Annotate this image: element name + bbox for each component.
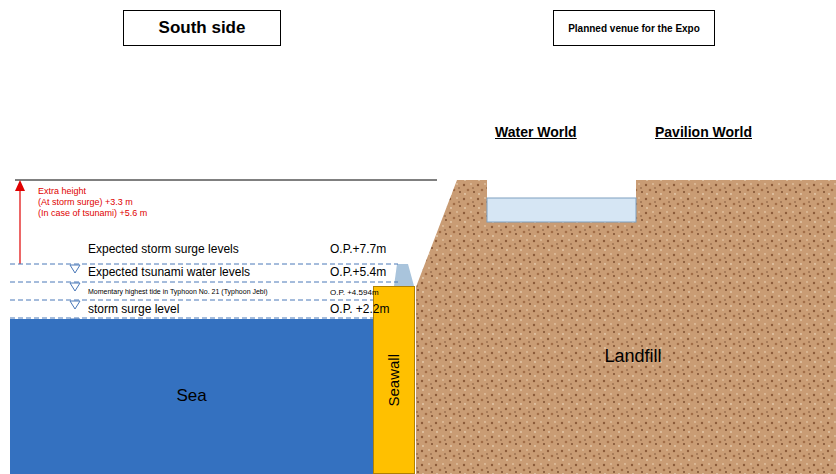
landfill-area: Landfill <box>430 240 836 474</box>
node-text: Landfill <box>604 347 661 367</box>
landfill-ground <box>416 180 836 474</box>
level-name: Expected storm surge levels <box>88 243 239 257</box>
extra-height-arrowhead <box>15 180 25 191</box>
sea-area: Sea <box>10 319 373 474</box>
dimension-note: Extra height <box>38 186 86 196</box>
level-markers <box>70 265 80 327</box>
water-level-lines <box>10 264 398 318</box>
node-text: Seawall <box>386 354 403 407</box>
area-label: Pavilion World <box>655 124 752 140</box>
level-name: storm surge level <box>88 303 179 317</box>
level-value: O.P. +4.594m <box>330 288 379 297</box>
level-name: Momentary highest tide in Typhoon No. 21… <box>88 288 268 296</box>
dimension-note: (At storm surge) +3.3 m <box>38 197 133 207</box>
node-text: Sea <box>176 387 206 406</box>
heading-box: South side <box>123 10 281 46</box>
dimension-note: (In case of tsunami) +5.6 m <box>38 208 147 218</box>
level-value: O.P. +2.2m <box>330 303 389 317</box>
node-text: South side <box>159 19 246 38</box>
area-label: Water World <box>495 124 577 140</box>
seawall-parapet <box>394 264 414 286</box>
level-value: O.P.+7.7m <box>330 243 386 257</box>
heading-box: Planned venue for the Expo <box>553 10 715 46</box>
level-name: Expected tsunami water levels <box>88 266 250 280</box>
top-reference-line <box>15 180 437 181</box>
extra-height-arrow <box>19 190 20 264</box>
pool-water <box>487 198 636 222</box>
node-text: Planned venue for the Expo <box>568 23 700 34</box>
level-value: O.P.+5.4m <box>330 266 386 280</box>
